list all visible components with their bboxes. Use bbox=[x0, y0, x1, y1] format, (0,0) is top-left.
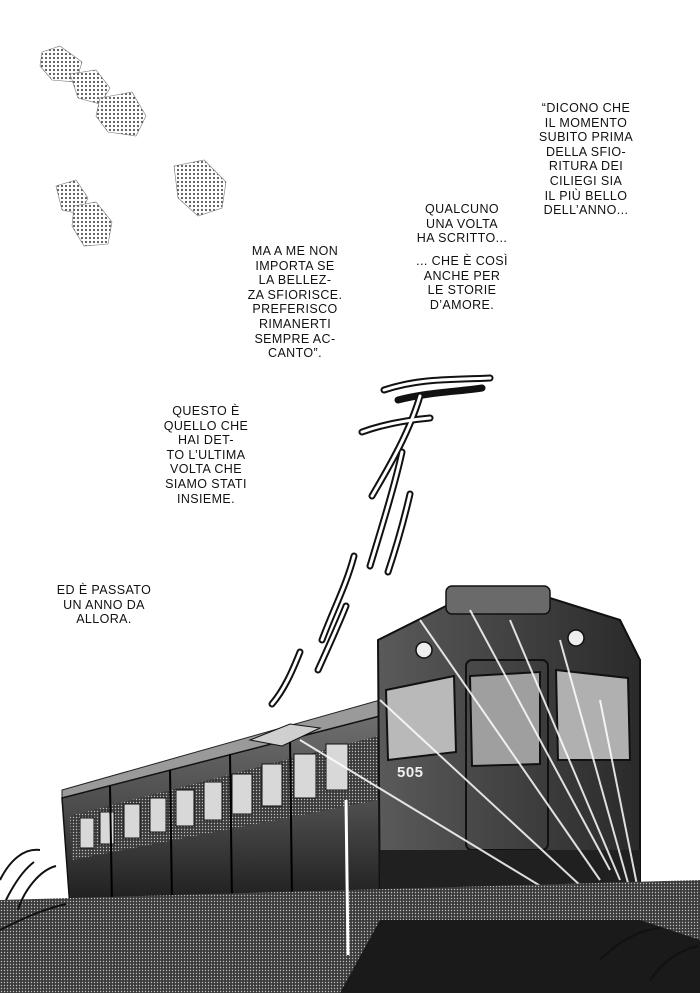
caption-anche: ... CHE È COSÌ ANCHE PER LE STORIE D’AMO… bbox=[416, 254, 508, 312]
caption-passato: ED È PASSATO UN ANNO DA ALLORA. bbox=[56, 583, 152, 627]
petal-group bbox=[39, 45, 227, 247]
caption-qualcuno: QUALCUNO UNA VOLTA HA SCRITTO... bbox=[416, 202, 508, 246]
caption-questo: QUESTO È QUELLO CHE HAI DET- TO L’ULTIMA… bbox=[163, 404, 249, 506]
caption-bellezza: MA A ME NON IMPORTA SE LA BELLEZ- ZA SFI… bbox=[247, 244, 343, 361]
caption-dicono: “DICONO CHE IL MOMENTO SUBITO PRIMA DELL… bbox=[538, 101, 634, 218]
train-number: 505 bbox=[397, 764, 424, 781]
train bbox=[0, 585, 700, 993]
